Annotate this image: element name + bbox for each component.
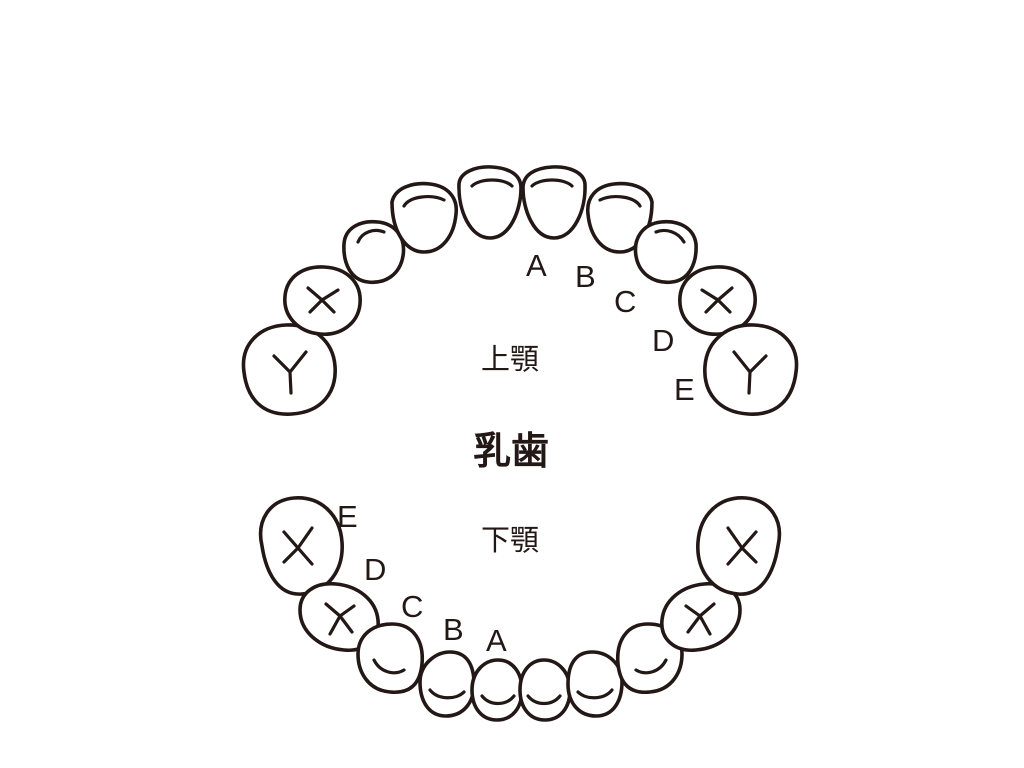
upper-left-lateral-incisor-b xyxy=(586,181,654,254)
lower-right-molar-e xyxy=(258,496,344,596)
upper-right-central-incisor-a xyxy=(457,165,523,240)
lower-left-central-incisor-a xyxy=(518,658,572,722)
upper-left-molar-e xyxy=(703,323,799,416)
lower-letter-c: C xyxy=(401,589,423,624)
lower-left-canine-c xyxy=(615,622,684,694)
lower-left-molar-e xyxy=(696,496,782,596)
upper-left-canine-c xyxy=(633,219,698,284)
diagram-title: 乳歯 xyxy=(473,429,549,473)
upper-right-lateral-incisor-b xyxy=(390,181,458,254)
lower-left-molar-d xyxy=(660,582,742,652)
upper-jaw-label: 上顎 xyxy=(481,342,539,376)
lower-letter-a: A xyxy=(486,623,507,658)
lower-right-lateral-incisor-b xyxy=(418,650,476,718)
upper-right-canine-c xyxy=(342,219,406,284)
lower-letter-d: D xyxy=(364,552,386,587)
upper-left-molar-d xyxy=(678,265,757,336)
lower-right-central-incisor-a xyxy=(470,658,524,722)
upper-right-molar-e xyxy=(241,323,337,416)
upper-jaw: A B C D E 上顎 xyxy=(241,165,799,416)
lower-jaw: E D C B A 下顎 xyxy=(258,496,782,722)
upper-letter-d: D xyxy=(652,323,674,358)
upper-letter-b: B xyxy=(575,259,596,294)
lower-jaw-label: 下顎 xyxy=(481,523,539,557)
lower-letter-e: E xyxy=(337,499,358,534)
lower-right-canine-c xyxy=(356,622,425,694)
lower-left-lateral-incisor-b xyxy=(566,650,624,718)
upper-letter-c: C xyxy=(614,284,636,319)
upper-letter-e: E xyxy=(674,372,695,407)
lower-right-molar-d xyxy=(298,582,380,652)
upper-left-central-incisor-a xyxy=(521,165,587,240)
upper-right-molar-d xyxy=(283,265,362,336)
lower-letter-b: B xyxy=(443,612,464,647)
upper-letter-a: A xyxy=(526,248,547,283)
